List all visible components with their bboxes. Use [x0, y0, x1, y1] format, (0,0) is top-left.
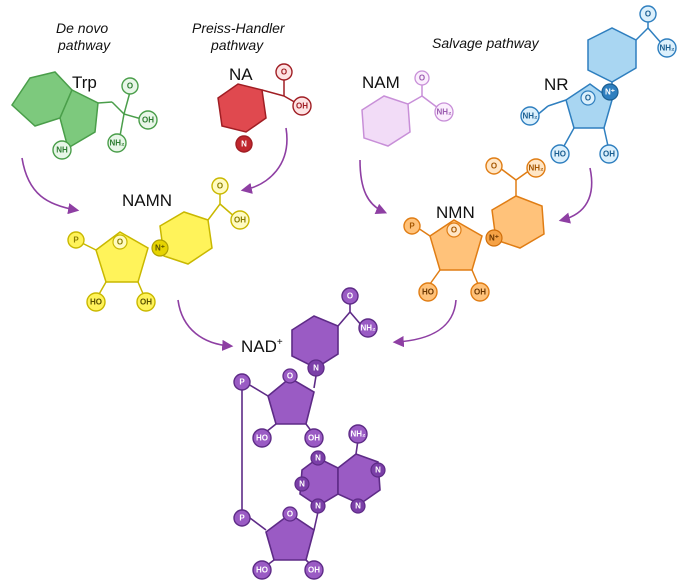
namn-oh: OH	[140, 298, 152, 307]
trp-oxygen: O	[127, 82, 133, 91]
label-nad-sup: +	[277, 337, 283, 348]
title-preiss-line2: pathway	[210, 37, 264, 53]
nad-phosphate-1: P	[239, 378, 245, 387]
nr-nitrogen: N⁺	[605, 88, 615, 97]
namn-nitrogen: N⁺	[155, 244, 165, 253]
nad-ribose2-oh: OH	[308, 566, 320, 575]
na-oxygen: O	[281, 68, 287, 77]
nad-ribose1-ho: HO	[256, 434, 268, 443]
namn-hydroxyl: OH	[234, 216, 246, 225]
arrow-nr-to-nmn	[558, 167, 593, 224]
title-de-novo-line1: De novo	[56, 20, 108, 36]
label-na: NA	[229, 65, 253, 84]
nr-oh: OH	[603, 150, 615, 159]
nr-amine: NH₂	[659, 44, 675, 53]
nad-phosphate-2: P	[239, 514, 245, 523]
nmn-phosphate: P	[409, 222, 415, 231]
label-nad: NAD+	[241, 337, 283, 356]
nad-amide-amine: NH₂	[360, 324, 376, 333]
arrow-namn-to-nad	[177, 299, 234, 351]
label-namn: NAMN	[122, 191, 172, 210]
nmn-ho: HO	[422, 288, 434, 297]
nad-adenine-n2: N	[299, 480, 305, 489]
title-preiss-line1: Preiss-Handler	[192, 20, 286, 36]
title-de-novo-line2: pathway	[57, 37, 111, 53]
nad-ribose1-oh: OH	[308, 434, 320, 443]
nad-ribose1-oxygen: O	[287, 372, 293, 381]
trp-amine: NH₂	[109, 139, 125, 148]
label-trp: Trp	[72, 73, 97, 92]
label-nad-main: NAD	[241, 337, 277, 356]
nad-molecule: O NH₂ N O HO OH P P O HO OH	[233, 287, 386, 580]
arrow-nam-to-nmn	[359, 159, 388, 214]
nam-amine: NH₂	[436, 108, 452, 117]
namn-oxygen: O	[217, 182, 223, 191]
namn-phosphate: P	[73, 236, 79, 245]
nad-adenine-n1: N	[315, 454, 321, 463]
trp-hydroxyl: OH	[142, 116, 154, 125]
nmn-oxygen: O	[491, 162, 497, 171]
namn-ring-oxygen: O	[117, 238, 123, 247]
na-molecule: O OH N	[217, 63, 312, 153]
namn-molecule: O OH N⁺ O P HO OH	[67, 177, 250, 312]
nr-ho: HO	[554, 150, 566, 159]
title-salvage: Salvage pathway	[432, 35, 540, 51]
nad-adenine-n5: N	[355, 502, 361, 511]
nad-nicotinamide-nitrogen: N	[313, 364, 319, 373]
nr-oxygen: O	[645, 10, 651, 19]
nam-molecule: O NH₂	[361, 70, 454, 147]
nad-ribose2-ho: HO	[256, 566, 268, 575]
nad-amide-oxygen: O	[347, 292, 353, 301]
na-nitrogen: N	[241, 140, 247, 149]
label-nr: NR	[544, 75, 569, 94]
nmn-molecule: O NH₂ N⁺ O P HO OH	[403, 157, 546, 302]
label-nam: NAM	[362, 73, 400, 92]
nam-oxygen: O	[419, 74, 425, 83]
nmn-nitrogen: N⁺	[489, 234, 499, 243]
na-hydroxyl: OH	[296, 102, 308, 111]
nmn-ring-oxygen: O	[451, 226, 457, 235]
arrow-nmn-to-nad	[392, 299, 457, 348]
nmn-amine: NH₂	[528, 164, 544, 173]
nmn-oh: OH	[474, 288, 486, 297]
trp-nh: NH	[56, 146, 68, 155]
nad-adenine-n3: N	[315, 502, 321, 511]
arrow-na-to-namn	[240, 127, 288, 194]
arrow-trp-to-namn	[21, 157, 80, 215]
nr-side-amine: NH₂	[522, 112, 538, 121]
nr-molecule: O NH₂ N⁺ O NH₂ HO OH	[520, 5, 677, 164]
nr-ring-oxygen: O	[585, 94, 591, 103]
nad-ribose2-oxygen: O	[287, 510, 293, 519]
trp-molecule: O OH NH₂ NH	[11, 71, 158, 160]
nad-adenine-n4: N	[375, 466, 381, 475]
namn-ho: HO	[90, 298, 102, 307]
nad-adenine-amine: NH₂	[350, 430, 366, 439]
label-nmn: NMN	[436, 203, 475, 222]
